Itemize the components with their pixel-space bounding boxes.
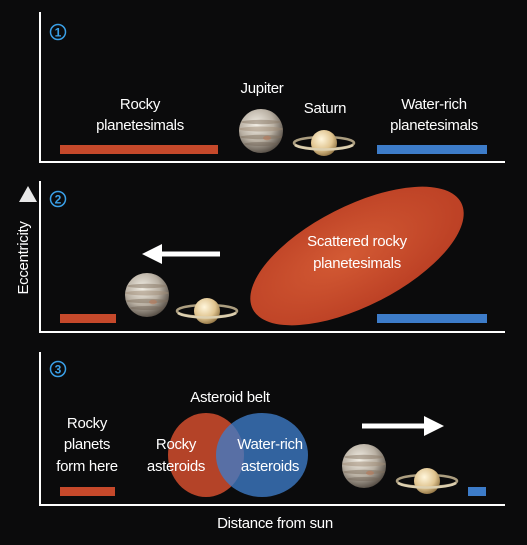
rocky-planetesimals-label-1: Rocky xyxy=(120,96,161,113)
x-axis-label: Distance from sun xyxy=(217,515,333,532)
panel-1-axes xyxy=(39,12,505,163)
saturn-planet-3 xyxy=(395,466,459,496)
rocky-remnant-bar xyxy=(60,314,116,323)
jupiter-planet-2 xyxy=(125,273,169,317)
water-rich-asteroids-label-1: Water-rich xyxy=(237,436,303,453)
rocky-asteroids-label-1: Rocky xyxy=(156,436,197,453)
water-rich-asteroids-region xyxy=(216,413,308,497)
jupiter-label: Jupiter xyxy=(241,80,284,97)
y-axis-label: Eccentricity xyxy=(15,221,32,295)
panel-3-number: 3 xyxy=(55,363,62,377)
water-rich-planetesimals-label-2: planetesimals xyxy=(390,117,478,134)
rocky-planets-label-1: Rocky xyxy=(67,415,108,432)
saturn-label: Saturn xyxy=(304,100,346,117)
saturn-planet xyxy=(292,128,356,158)
panel-2-axes xyxy=(39,181,505,333)
scattered-label-1: Scattered rocky xyxy=(307,233,408,250)
arrow-up-icon xyxy=(19,186,37,202)
asteroid-belt-label: Asteroid belt xyxy=(190,389,271,406)
rocky-asteroids-label-2: asteroids xyxy=(147,458,205,475)
panel-2: 2 Scattered rocky planetesimals xyxy=(39,181,505,333)
rocky-planets-label-2: planets xyxy=(64,436,110,453)
water-rich-asteroids-label-2: asteroids xyxy=(241,458,299,475)
water-rich-bar-2 xyxy=(377,314,487,323)
panel-3-axes xyxy=(39,352,505,506)
jupiter-planet-3 xyxy=(342,444,386,488)
rocky-planets-bar xyxy=(60,487,115,496)
y-axis: Eccentricity xyxy=(15,186,37,295)
rocky-planetesimals-bar xyxy=(60,145,218,154)
scattered-label-2: planetesimals xyxy=(313,255,401,272)
water-rich-remnant-bar xyxy=(468,487,486,496)
water-rich-planetesimals-bar xyxy=(377,145,487,154)
scattered-rocky-planetesimals-region xyxy=(250,186,464,326)
saturn-planet-2 xyxy=(175,296,239,326)
jupiter-planet xyxy=(239,109,283,153)
panel-3: 3 Rocky planets form here Asteroid belt … xyxy=(39,352,505,506)
rocky-planetesimals-label-2: planetesimals xyxy=(96,117,184,134)
water-rich-planetesimals-label-1: Water-rich xyxy=(401,96,467,113)
panel-1-number: 1 xyxy=(55,26,62,40)
panel-1: 1 Rocky planetesimals Jupiter Saturn Wat… xyxy=(39,12,505,163)
panel-2-number: 2 xyxy=(55,193,62,207)
rocky-planets-label-3: form here xyxy=(56,458,118,475)
